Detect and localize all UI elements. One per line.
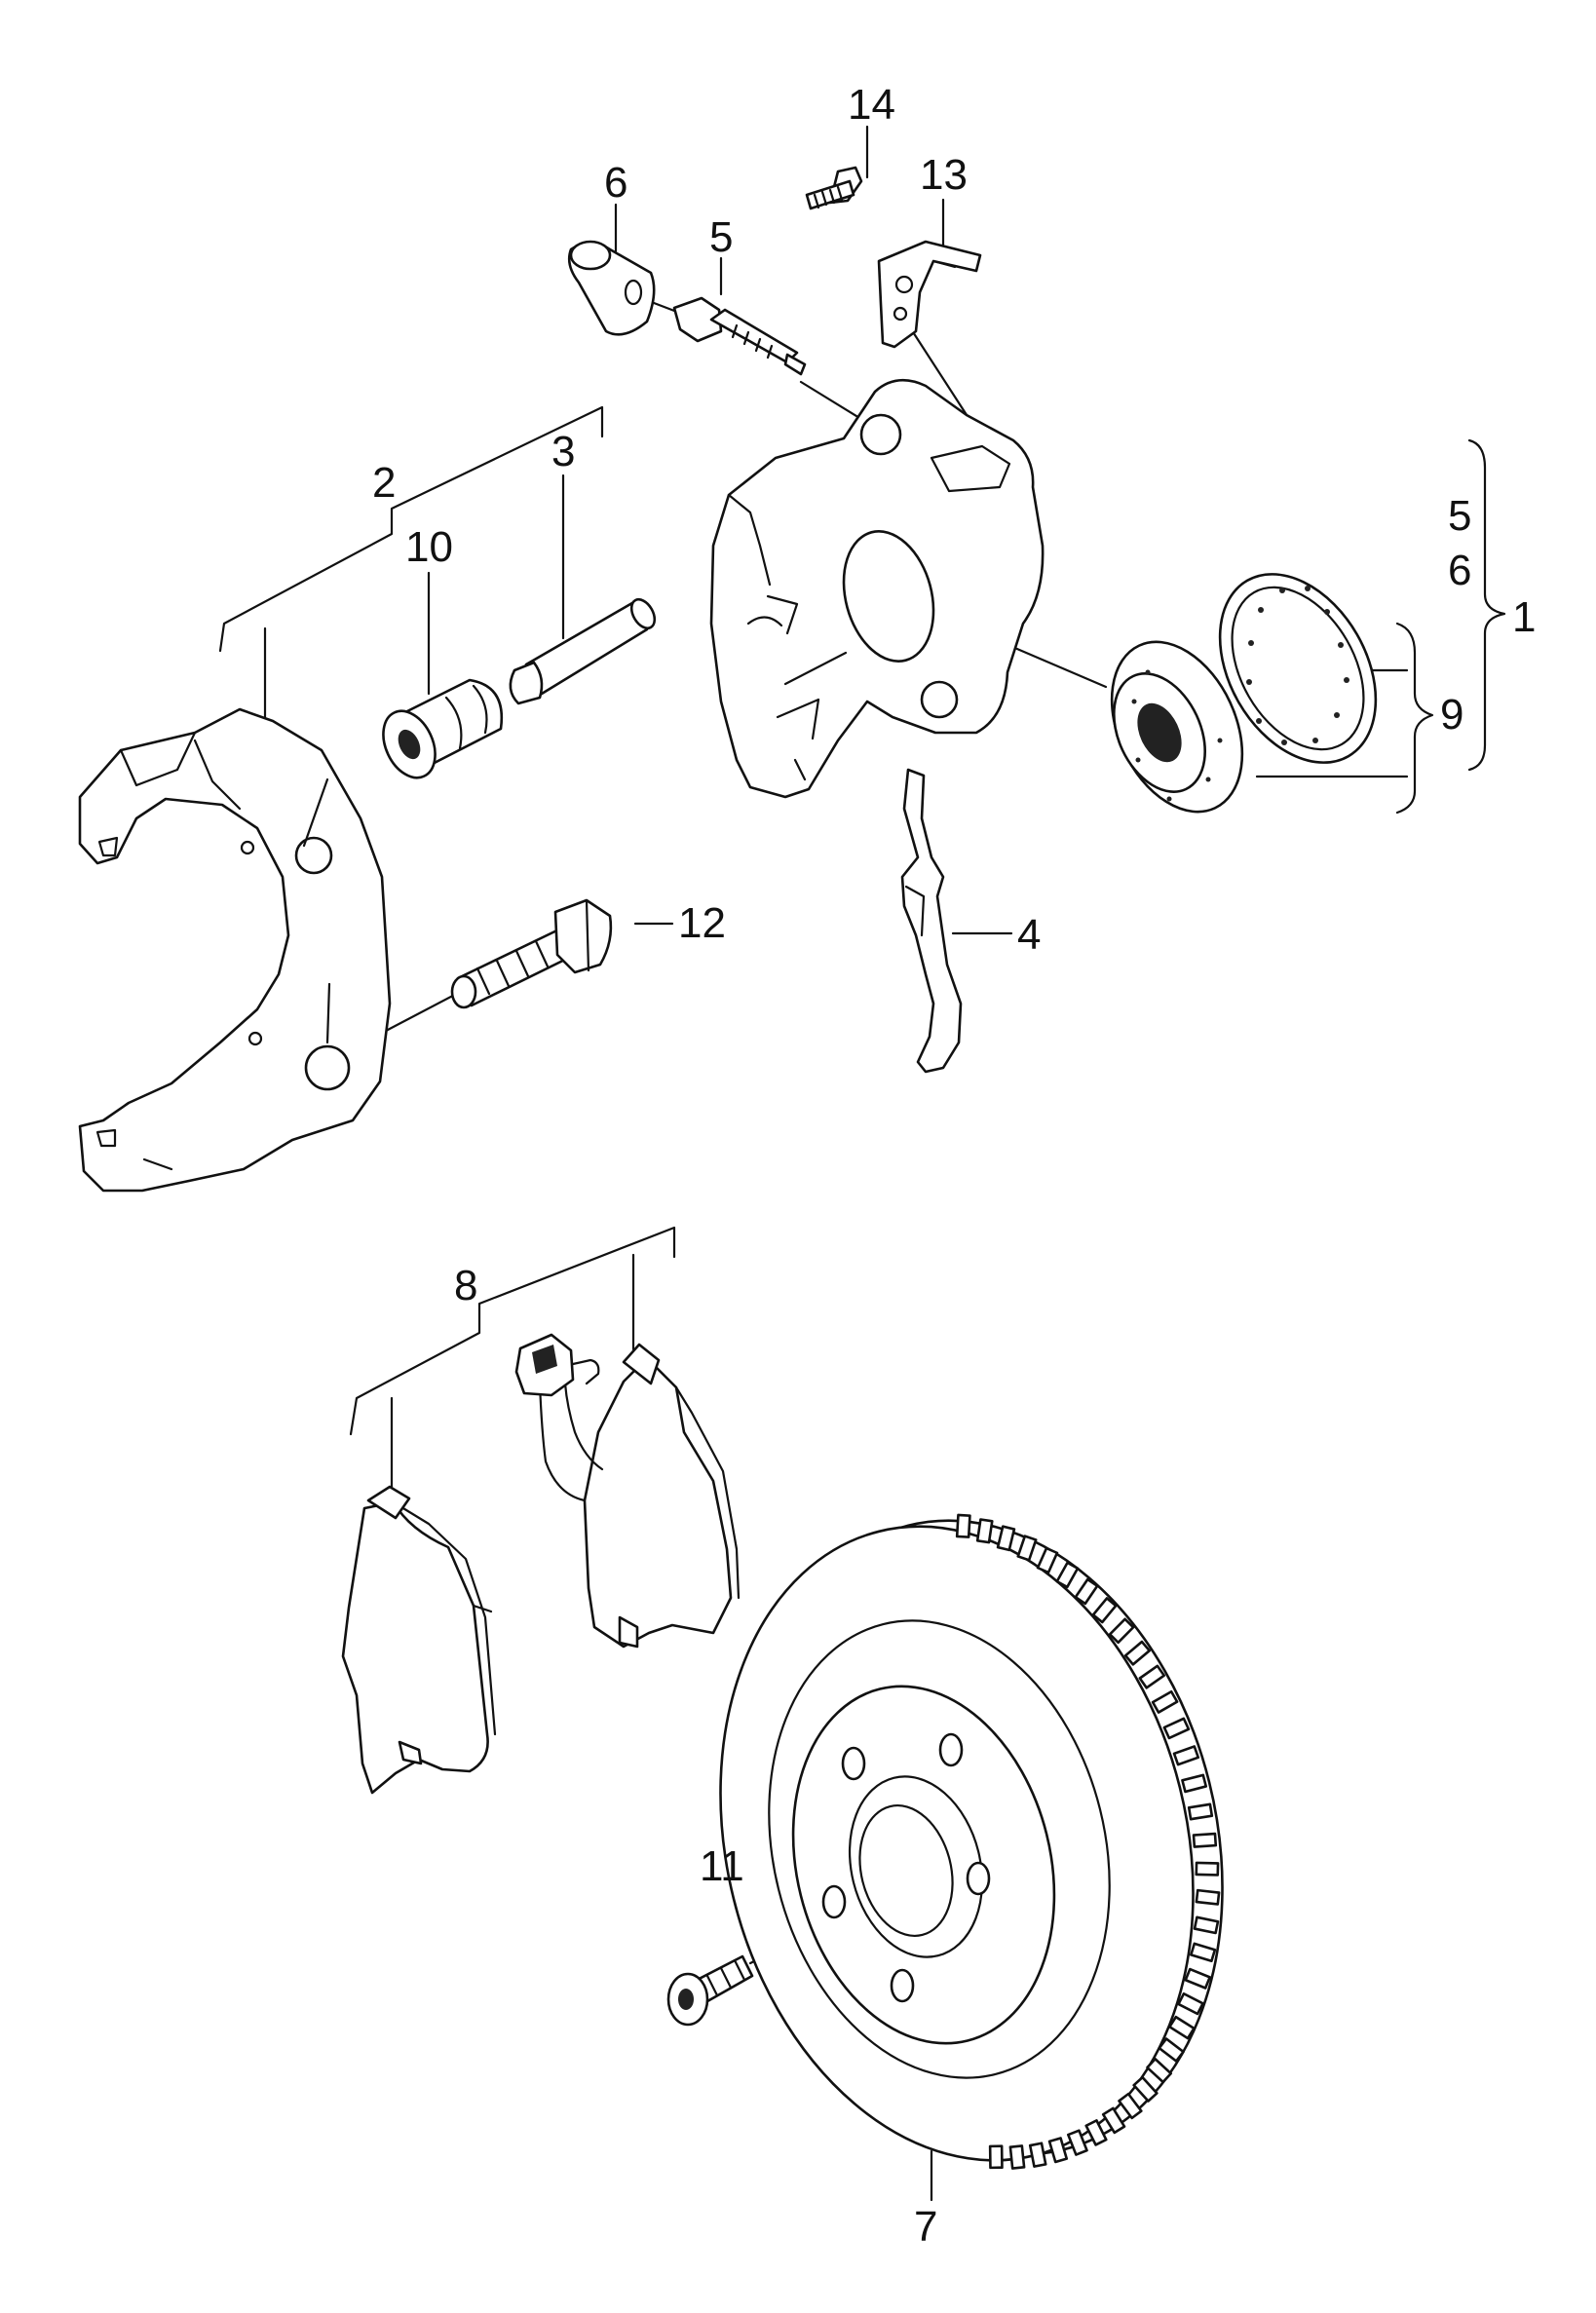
caliper-housing-1 bbox=[709, 378, 1045, 799]
callout-12: 12 bbox=[678, 899, 726, 947]
brake-pads-8 bbox=[341, 1333, 741, 1795]
callout-5-kit: 5 bbox=[1448, 492, 1471, 540]
vent-slot bbox=[1177, 1991, 1204, 2016]
piston-seal-9 bbox=[1110, 573, 1378, 814]
disc-vent-slots bbox=[955, 1513, 1221, 2170]
vent-slot bbox=[1036, 1546, 1059, 1574]
disc-screw-11 bbox=[666, 1954, 754, 2027]
callout-6-kit: 6 bbox=[1448, 547, 1471, 594]
vent-slot bbox=[1162, 1717, 1191, 1740]
vent-slot bbox=[1091, 1597, 1118, 1624]
brake-disc-7 bbox=[719, 1513, 1224, 2170]
vent-slot bbox=[1084, 2119, 1108, 2146]
spring-clip-4 bbox=[900, 768, 963, 1074]
bracket-13 bbox=[877, 240, 982, 349]
callout-13: 13 bbox=[920, 151, 968, 199]
vent-slot bbox=[1028, 2142, 1047, 2168]
callout-9: 9 bbox=[1440, 691, 1463, 739]
vent-slot bbox=[1195, 1861, 1220, 1877]
vent-slot bbox=[1016, 1535, 1038, 1562]
guide-pin-3 bbox=[509, 597, 657, 705]
vent-slot bbox=[1118, 2092, 1143, 2120]
vent-slot bbox=[975, 1518, 994, 1544]
vent-slot bbox=[1138, 1664, 1166, 1689]
vent-slot bbox=[1132, 2075, 1159, 2103]
callout-1: 1 bbox=[1512, 593, 1536, 641]
vent-slot bbox=[1158, 2037, 1185, 2063]
callout-8: 8 bbox=[454, 1262, 477, 1309]
callout-4: 4 bbox=[1017, 911, 1041, 959]
vent-slot bbox=[1047, 2137, 1069, 2164]
vent-slot bbox=[1066, 2129, 1088, 2156]
leader-lines bbox=[218, 125, 1506, 2202]
callout-2: 2 bbox=[372, 459, 396, 507]
vent-slot bbox=[1193, 1915, 1220, 1935]
vent-slot bbox=[1190, 1942, 1217, 1963]
vent-slot bbox=[1074, 1577, 1099, 1606]
vent-slot bbox=[1108, 1617, 1135, 1645]
vent-slot bbox=[1187, 1802, 1214, 1821]
vent-slot bbox=[1055, 1561, 1080, 1589]
vent-slot bbox=[1181, 1773, 1208, 1794]
bolt-12 bbox=[450, 898, 613, 1009]
disc-bolt-holes bbox=[821, 1732, 991, 2003]
vent-slot bbox=[1008, 2144, 1026, 2170]
callout-5-top: 5 bbox=[709, 213, 733, 261]
callout-6-top: 6 bbox=[604, 159, 627, 207]
vent-slot bbox=[1146, 2057, 1173, 2084]
vent-slot bbox=[955, 1513, 971, 1538]
callout-14: 14 bbox=[848, 81, 895, 129]
vent-slot bbox=[1151, 1689, 1179, 1714]
callout-3: 3 bbox=[551, 428, 575, 475]
vent-slot bbox=[1101, 2106, 1126, 2135]
cap-6 bbox=[567, 240, 656, 336]
carrier-bracket-2 bbox=[78, 707, 392, 1193]
bolt-14 bbox=[805, 166, 863, 210]
bleed-screw-5 bbox=[672, 296, 807, 376]
callout-labels: 14 13 6 5 2 3 10 12 4 5 6 1 9 8 11 7 bbox=[372, 81, 1536, 2251]
vent-slot bbox=[1184, 1967, 1211, 1990]
vent-slot bbox=[996, 1525, 1016, 1552]
seal-dots bbox=[1131, 586, 1349, 802]
vent-slot bbox=[1168, 2015, 1196, 2040]
callout-11: 11 bbox=[700, 1842, 744, 1890]
callout-10: 10 bbox=[405, 523, 453, 571]
callout-7: 7 bbox=[914, 2203, 937, 2251]
vent-slot bbox=[1172, 1745, 1200, 1766]
bushing-10 bbox=[382, 678, 504, 779]
vent-slot bbox=[1195, 1888, 1221, 1906]
vent-slot bbox=[988, 2144, 1004, 2170]
vent-slot bbox=[1123, 1640, 1151, 1666]
vent-slot bbox=[1192, 1832, 1218, 1848]
